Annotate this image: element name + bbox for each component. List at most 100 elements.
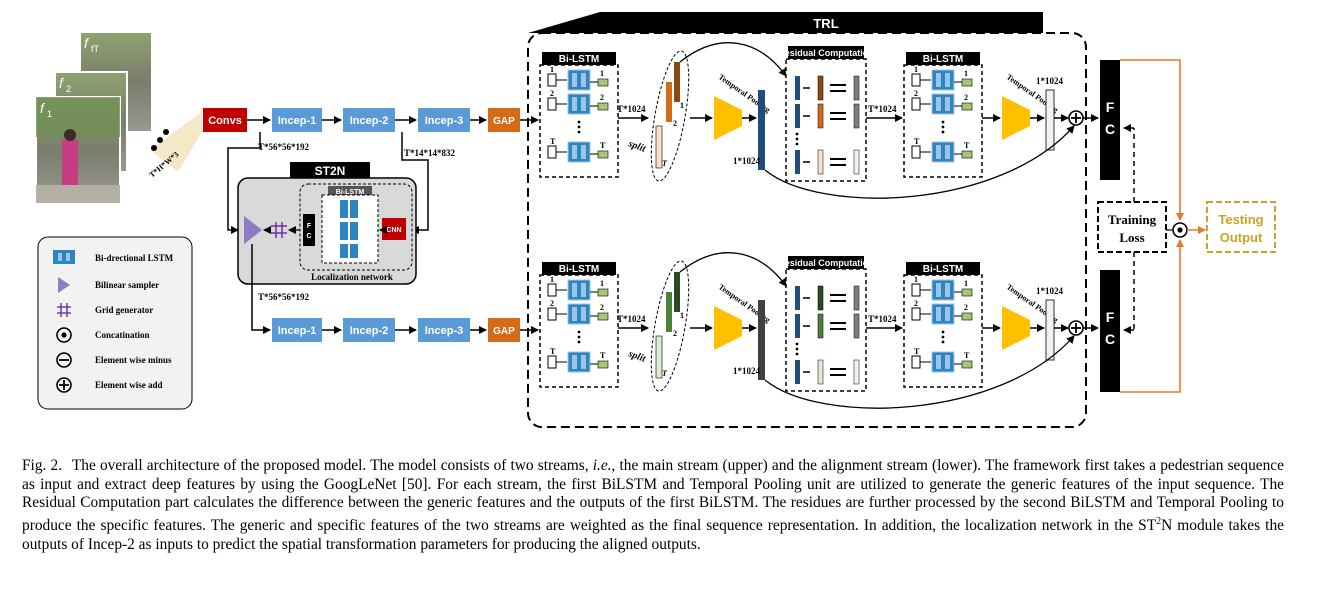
lower-bilstm1-row-label-2: T: [550, 347, 556, 356]
upper-dim-seq-1: T*1024: [617, 104, 646, 114]
lower-bilstm1-input-2: [547, 355, 557, 369]
st2n-bilstm-title: [328, 186, 372, 195]
upper-res-out-0: [853, 75, 860, 101]
lower-bilstm1-title: Bi-LSTM: [559, 264, 600, 275]
lower-bilstm2-cell-l-0: [936, 283, 941, 297]
st2n-fc-block: [303, 214, 315, 246]
upper-bilstm1-cell-l-2: [572, 145, 577, 159]
upper-bilstm1-cell-l-1: [572, 97, 577, 111]
lower-res-bar-1: [817, 313, 824, 339]
st2n-sampler-icon: [244, 216, 262, 244]
lower-res-bar-2: [817, 359, 824, 385]
lower-specific-vector: [1045, 299, 1055, 361]
upper-bilstm2-out-2: [961, 150, 973, 159]
lower-bilstm2-dot-1: [941, 335, 945, 339]
upper-dim-vec-1: 1*1024: [733, 156, 761, 166]
upper-pool2-trapezoid: [1002, 96, 1030, 140]
lower-bilstm2-cell-0: [931, 279, 955, 301]
lower-skip-to-residual: [679, 252, 787, 287]
upper-bilstm1-dot-1: [577, 125, 581, 129]
lower-bilstm2-cell-r-0: [945, 283, 950, 297]
upper-bilstm2-cell-r-0: [945, 73, 950, 87]
upper-bilstm1-out-label-0: 1: [600, 69, 604, 78]
lower-bilstm1-out-label-1: 2: [600, 303, 604, 312]
upper-bilstm2-cell-1: [931, 93, 955, 115]
trl-title: TRL: [813, 16, 838, 31]
lower-bilstm1-cell-r-2: [581, 355, 586, 369]
lower-bilstm2-cell-1: [931, 303, 955, 325]
st2n-module: ST2N F C Bi-LSTM CNN Localization networ…: [237, 162, 417, 334]
align-gap-label: GAP: [493, 326, 515, 337]
st2n-fc-label: F: [307, 223, 312, 230]
trl-box: [527, 32, 1087, 428]
lower-bilstm2-out-0: [961, 288, 973, 297]
upper-bilstm1-title: Bi-LSTM: [559, 54, 600, 65]
upper-bilstm2-out-label-2: T: [964, 141, 970, 150]
fc-upper-label-f: F: [1106, 99, 1115, 115]
caption-ie: i.e.: [592, 457, 612, 474]
upper-res-in-0: [795, 76, 800, 100]
upper-bilstm2-row-label-1: 2: [914, 89, 918, 98]
lower-bilstm1-cell-1: [567, 303, 591, 325]
main-incep2-dim: T*14*14*832: [404, 148, 456, 158]
lower-bilstm2-cell-r-2: [945, 355, 950, 369]
upper-bilstm1-row-label-0: 1: [550, 65, 554, 74]
upper-bilstm1-cell-r-2: [581, 145, 586, 159]
upper-split-bar-T: [655, 125, 663, 169]
caption-text-1: The overall architecture of the proposed…: [71, 457, 593, 474]
main-incep2-block: [343, 108, 395, 132]
lower-bilstm2-out-1: [961, 312, 973, 321]
lower-bilstm2-row-label-1: 2: [914, 299, 918, 308]
training-loss-label-2: Loss: [1119, 230, 1144, 245]
upper-bilstm2-dot-1: [941, 125, 945, 129]
upper-bilstm1-row-label-1: 2: [550, 89, 554, 98]
lower-split-bar-T: [655, 335, 663, 379]
caption-text-2: , the main stream (upper) and the alignm…: [22, 457, 1284, 534]
legend-label-bilstm: Bi-drectional LSTM: [95, 253, 174, 263]
main-incep1-label: Incep-1: [278, 115, 317, 127]
st2n-title: ST2N: [315, 164, 346, 178]
localization-network-label: Localization network: [311, 272, 393, 282]
upper-split-label-T: T: [662, 159, 668, 168]
lower-bilstm2-out-label-1: 2: [964, 303, 968, 312]
output-section: F C F C Training Loss Testing Output: [1097, 59, 1276, 393]
upper-bilstm1-out-1: [597, 102, 609, 111]
lower-res-in-1: [795, 314, 800, 338]
frame-sub-f1: 1: [47, 109, 52, 119]
align-stream: Incep-1 Incep-2 Incep-3 GAP: [272, 318, 539, 342]
lower-residual-title-bar: [788, 256, 864, 269]
upper-split-label-1: 1: [680, 101, 684, 110]
lower-dim-vec-1: 1*1024: [733, 366, 761, 376]
lower-bilstm2-cell-l-2: [936, 355, 941, 369]
upper-bilstm2-cell-l-0: [936, 73, 941, 87]
upper-dim-seq-2: T*1024: [868, 104, 897, 114]
lower-bilstm2-input-2: [911, 355, 921, 369]
lower-bilstm1-row-label-0: 1: [550, 275, 554, 284]
legend-minus-icon: [56, 352, 72, 368]
frame-sub-f2: 2: [66, 84, 71, 94]
upper-split-ellipse: [650, 50, 690, 182]
trl-title-bar: [528, 12, 1043, 33]
main-stream: Convs Incep-1 Incep-2 Incep-3 GAP T*56*5…: [203, 108, 539, 234]
upper-skip-to-residual: [679, 42, 787, 77]
main-incep2-label: Incep-2: [350, 115, 389, 127]
main-gap-block: [488, 108, 520, 132]
upper-bilstm2-cell-l-2: [936, 145, 941, 159]
upper-res-dot-0: [795, 132, 799, 136]
lower-bilstm1-out-2: [597, 360, 609, 369]
fc-upper-label-c: C: [1105, 121, 1115, 137]
testing-output-label-2: Output: [1220, 230, 1263, 245]
upper-bilstm2-dot-2: [941, 130, 945, 134]
lower-residual-title: Residual Computation: [778, 258, 874, 268]
lower-bilstm2-input-1: [911, 307, 921, 321]
upper-bilstm2-title: Bi-LSTM: [923, 54, 964, 65]
lower-split-bar-1: [674, 272, 680, 312]
align-incep1-label: Incep-1: [278, 325, 317, 337]
upper-bilstm2-dot-0: [941, 120, 945, 124]
upper-bilstm2-out-label-1: 2: [964, 93, 968, 102]
main-incep1-dim: T*56*56*192: [258, 142, 310, 152]
legend-box: [37, 236, 193, 410]
upper-res-dot-1: [795, 137, 799, 141]
